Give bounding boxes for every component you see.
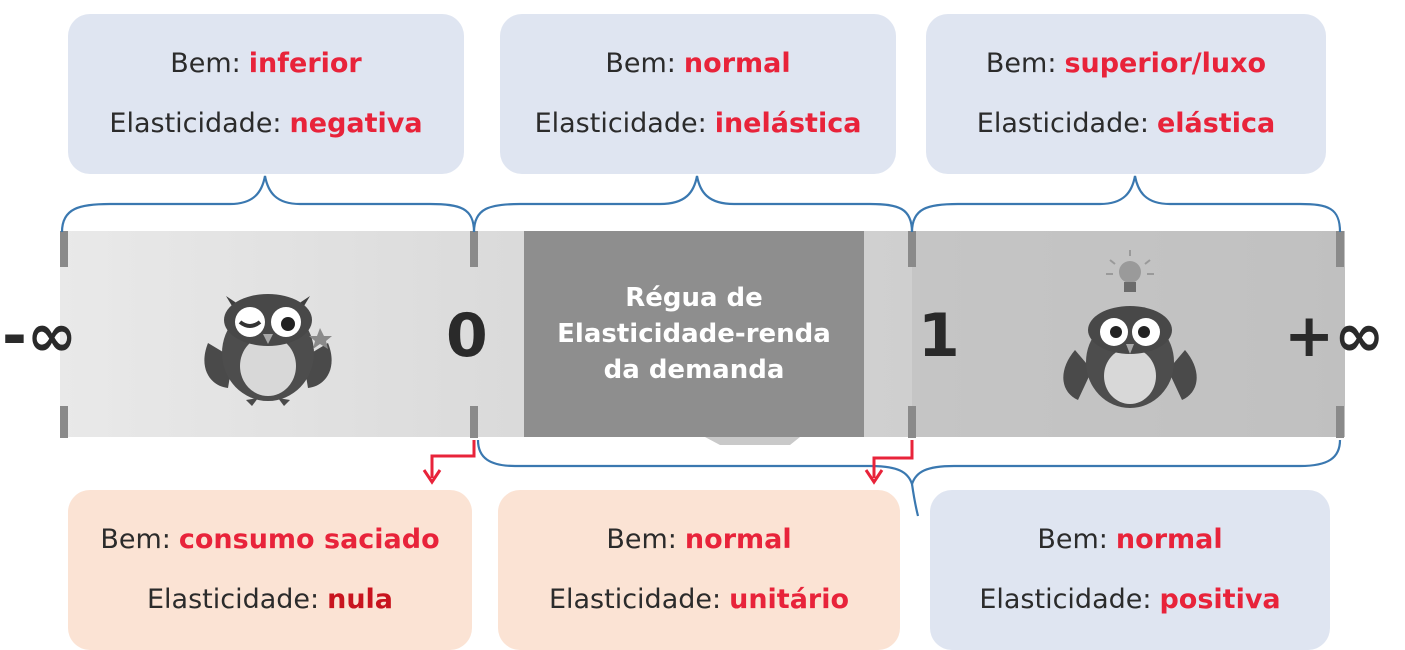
bem-value: normal [684, 524, 792, 555]
bem-label: Bem: [985, 48, 1057, 79]
elasticidade-label: Elasticidade: [146, 584, 320, 615]
elasticidade-label: Elasticidade: [976, 108, 1149, 139]
zero-marker: 0 [446, 301, 488, 371]
top-box-superior-luxo: Bem:superior/luxo Elasticidade:elástica [926, 14, 1326, 174]
ruler-shadow [705, 437, 800, 445]
neg-infinity-marker: -∞ [2, 301, 77, 371]
bem-label: Bem: [1037, 524, 1108, 555]
top-box-normal-inelastica: Bem:normal Elasticidade:inelástica [500, 14, 896, 174]
red-arrows [422, 440, 914, 485]
elasticidade-value: elástica [1156, 108, 1276, 139]
elasticidade-label: Elasticidade: [109, 108, 282, 139]
top-braces [60, 175, 1342, 233]
bem-value: inferior [248, 48, 362, 79]
bem-label: Bem: [605, 48, 676, 79]
elasticidade-label: Elasticidade: [548, 584, 722, 615]
brace-stem [910, 483, 920, 517]
pos-infinity-marker: +∞ [1284, 301, 1385, 371]
ruler-title-line: da demanda [603, 355, 785, 385]
bottom-box-normal-positiva: Bem:normal Elasticidade:positiva [930, 490, 1330, 650]
bem-value: normal [683, 48, 791, 79]
bottom-box-consumo-saciado: Bem:consumo saciado Elasticidade:nula [68, 490, 472, 650]
owl-winking-icon [204, 294, 332, 406]
bem-value: superior/luxo [1064, 48, 1267, 79]
bem-label: Bem: [100, 524, 171, 555]
elasticidade-value: unitário [729, 584, 850, 615]
elasticidade-label: Elasticidade: [979, 584, 1152, 615]
bottom-brace [476, 439, 1342, 488]
owl-lightbulb-icon [1063, 250, 1197, 408]
one-marker: 1 [918, 301, 960, 371]
elasticidade-label: Elasticidade: [534, 108, 707, 139]
ruler-title-line: Régua de [625, 283, 763, 313]
ruler-title: Régua de Elasticidade-renda da demanda [524, 231, 864, 437]
top-box-inferior: Bem:inferior Elasticidade:negativa [68, 14, 464, 174]
bem-value: consumo saciado [178, 524, 440, 555]
elasticidade-value: negativa [289, 108, 423, 139]
elasticidade-value: nula [327, 584, 394, 615]
bem-label: Bem: [606, 524, 677, 555]
ruler-title-line: Elasticidade-renda [557, 319, 831, 349]
bottom-box-normal-unitario: Bem:normal Elasticidade:unitário [498, 490, 900, 650]
bem-value: normal [1115, 524, 1223, 555]
ruler-ticks [60, 231, 1344, 438]
elasticidade-value: positiva [1159, 584, 1281, 615]
bem-label: Bem: [170, 48, 241, 79]
elasticidade-value: inelástica [714, 108, 862, 139]
